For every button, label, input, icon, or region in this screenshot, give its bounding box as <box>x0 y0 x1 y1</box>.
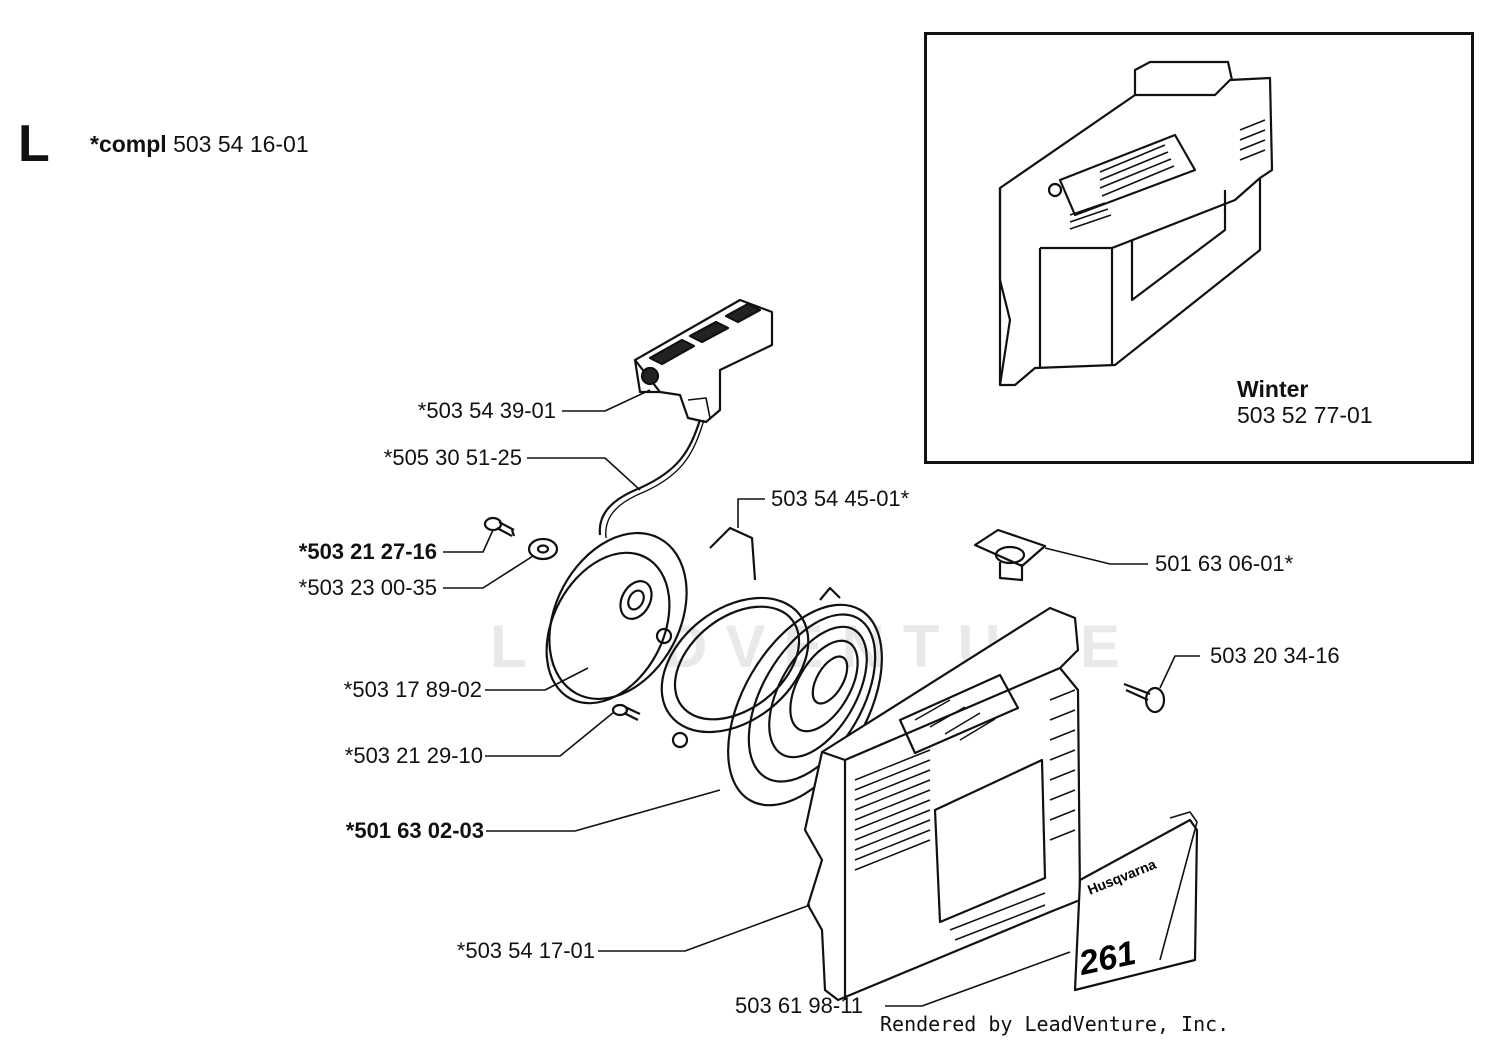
callout-screw-small: *503 21 29-10 <box>344 743 483 768</box>
footer-credit: Rendered by LeadVenture, Inc. <box>880 1012 1230 1036</box>
decal-drawing <box>1073 811 1199 992</box>
winter-inset-frame <box>924 32 1474 464</box>
winter-inset-name: Winter <box>1237 376 1309 402</box>
compl-number: 503 54 16-01 <box>173 131 309 157</box>
complete-assembly-label: *compl 503 54 16-01 <box>90 131 309 158</box>
small-screw-drawing <box>611 703 641 721</box>
callout-pulley: *503 17 89-02 <box>343 677 482 702</box>
screw-top-drawing <box>483 516 516 537</box>
pulley-drawing <box>545 531 688 705</box>
callout-decal: 503 61 98-11 <box>735 993 864 1018</box>
callout-rope: *505 30 51-25 <box>383 445 522 470</box>
starter-handle-drawing <box>633 298 774 424</box>
compl-prefix: *compl <box>90 131 167 157</box>
starter-bracket-drawing <box>655 526 810 749</box>
winter-inset-number: 503 52 77-01 <box>1237 402 1373 428</box>
callout-handle: *503 54 39-01 <box>417 398 556 423</box>
section-letter: L <box>18 115 50 173</box>
callout-washer: *503 23 00-35 <box>298 575 437 600</box>
starter-housing-drawing <box>803 606 1082 1002</box>
callout-bracket: 503 54 45-01* <box>771 486 910 511</box>
cap-drawing <box>973 528 1047 582</box>
callout-screw-top: *503 21 27-16 <box>298 539 437 564</box>
starter-rope-drawing <box>598 419 702 536</box>
winter-cover-drawing <box>998 60 1274 387</box>
callout-screw-right: 503 20 34-16 <box>1210 643 1340 668</box>
callout-cap: 501 63 06-01* <box>1155 551 1294 576</box>
callout-spring: *501 63 02-03 <box>345 818 484 843</box>
washer-drawing <box>527 537 559 561</box>
leader-lines <box>443 389 1200 1007</box>
callout-housing: *503 54 17-01 <box>456 938 595 963</box>
right-screw-drawing <box>1123 682 1166 714</box>
